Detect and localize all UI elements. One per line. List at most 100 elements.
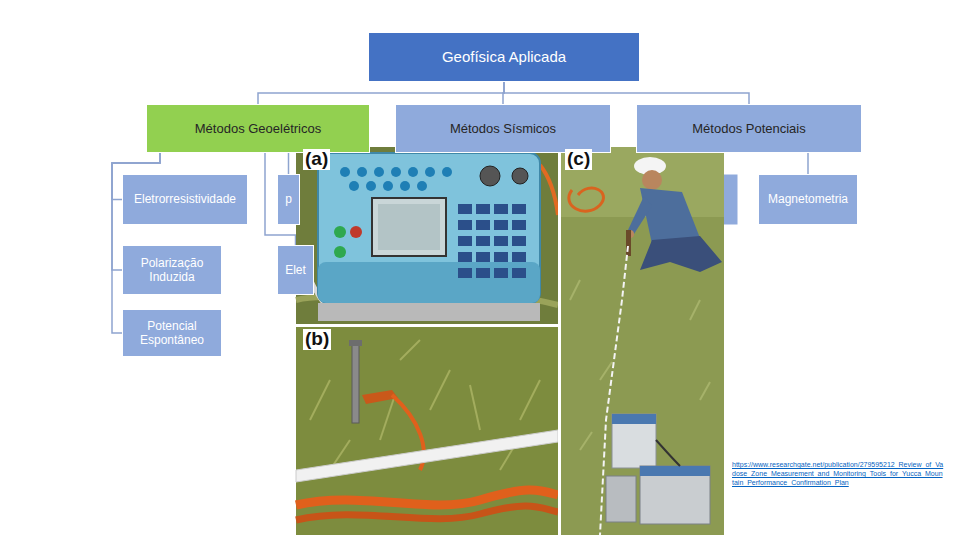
photo-collage-part	[494, 268, 508, 278]
photo-panel-c	[561, 147, 724, 535]
panel-tag: (b)	[303, 329, 331, 350]
photo-collage-part	[640, 466, 710, 476]
photo-collage-part	[480, 166, 500, 186]
photo-collage-part	[458, 252, 472, 262]
photo-collage-part	[512, 236, 526, 246]
photo-collage-part	[476, 252, 490, 262]
tree-connector	[112, 153, 160, 200]
technique-box: Magnetometria	[758, 174, 858, 225]
technique-box: p	[277, 174, 300, 225]
photo-collage-part	[570, 280, 580, 300]
photo-collage-part	[340, 167, 350, 177]
root-box: Geofísica Aplicada	[368, 32, 640, 82]
node-label: Métodos Geoelétricos	[195, 121, 321, 137]
photo-collage-part	[642, 170, 662, 190]
photo-collage-part	[700, 382, 710, 400]
technique-box: Polarização Induzida	[122, 245, 222, 295]
photo-collage-part	[417, 181, 427, 191]
photo-collage-part	[626, 230, 631, 256]
tree-connector	[112, 153, 160, 333]
photo-collage-part	[470, 385, 480, 430]
panel-tag: (c)	[565, 149, 592, 170]
photo-collage	[296, 147, 724, 535]
tree-connector	[112, 153, 160, 270]
photo-collage-part	[318, 153, 540, 303]
photo-collage-part	[540, 165, 558, 215]
photo-collage-part	[425, 167, 435, 177]
node-label: Métodos Potenciais	[692, 121, 805, 137]
photo-collage-part	[494, 252, 508, 262]
photo-collage-part	[558, 147, 561, 535]
photo-collage-part	[561, 147, 724, 535]
photo-collage-part	[296, 490, 558, 505]
photo-collage-part	[366, 181, 376, 191]
photo-collage-part	[656, 440, 680, 466]
photo-panel-a	[296, 147, 558, 324]
tree-connector	[807, 153, 809, 174]
photo-collage-part	[494, 220, 508, 230]
photo-collage-part	[612, 414, 656, 424]
node-label: Magnetometria	[768, 192, 848, 206]
photo-collage-part	[458, 204, 526, 278]
photo-collage-part	[458, 236, 472, 246]
photo-collage-part	[380, 395, 395, 440]
photo-collage-part	[374, 167, 384, 177]
photo-collage-part	[690, 300, 700, 320]
photo-collage-part	[296, 430, 558, 482]
tree-connector	[265, 153, 296, 245]
photo-collage-part	[476, 204, 490, 214]
photo-collage-part	[383, 181, 393, 191]
node-label: Potencial Espontâneo	[129, 319, 215, 348]
photo-collage-part	[334, 246, 346, 258]
photo-collage-part	[349, 181, 359, 191]
photo-collage-part	[318, 303, 540, 321]
photo-collage-part	[569, 188, 604, 211]
method-box: Métodos Potenciais	[636, 104, 862, 153]
photo-collage-part	[606, 476, 636, 522]
photo-collage-part	[296, 327, 558, 535]
photo-collage-part	[400, 340, 420, 360]
photo-collage-part	[512, 252, 526, 262]
photo-collage-part	[640, 466, 710, 524]
photo-collage-part	[318, 262, 540, 303]
photo-collage-part	[458, 268, 472, 278]
photo-collage-part	[442, 167, 452, 177]
source-link: https://www.researchgate.net/publication…	[732, 460, 944, 487]
photo-collage-part	[391, 167, 401, 177]
photo-collage-part	[334, 226, 346, 238]
technique-box: Eletrorresistividade	[122, 174, 248, 225]
photo-collage-part	[296, 147, 558, 324]
method-box: Métodos Sísmicos	[395, 104, 611, 153]
photo-collage-part	[512, 204, 526, 214]
photo-collage-part	[400, 181, 410, 191]
photo-collage-part	[512, 220, 526, 230]
node-label: Elet	[285, 263, 306, 277]
photo-collage-part	[512, 168, 528, 184]
tree-connector	[258, 82, 504, 104]
photo-collage-part	[340, 167, 452, 191]
technique-box: Potencial Espontâneo	[122, 309, 222, 357]
photo-collage-part	[628, 196, 652, 234]
photo-collage-part	[476, 220, 490, 230]
photo-collage-part	[372, 198, 446, 256]
photo-collage-part	[352, 343, 359, 423]
photo-collage-part	[430, 370, 450, 410]
tree-connector	[288, 153, 290, 174]
photo-collage-part	[296, 147, 724, 535]
photo-collage-part	[476, 236, 490, 246]
photo-collage-part	[494, 236, 508, 246]
photo-collage-part	[580, 432, 592, 450]
node-label: Geofísica Aplicada	[442, 48, 566, 66]
photo-collage-part	[378, 204, 440, 250]
photo-collage-part	[512, 268, 526, 278]
photo-collage-part	[612, 414, 656, 468]
node-label: p	[285, 192, 292, 206]
tree-connector	[504, 82, 749, 104]
node-label: Polarização Induzida	[129, 256, 215, 285]
photo-collage-part	[349, 340, 362, 346]
photo-collage-part	[476, 268, 490, 278]
